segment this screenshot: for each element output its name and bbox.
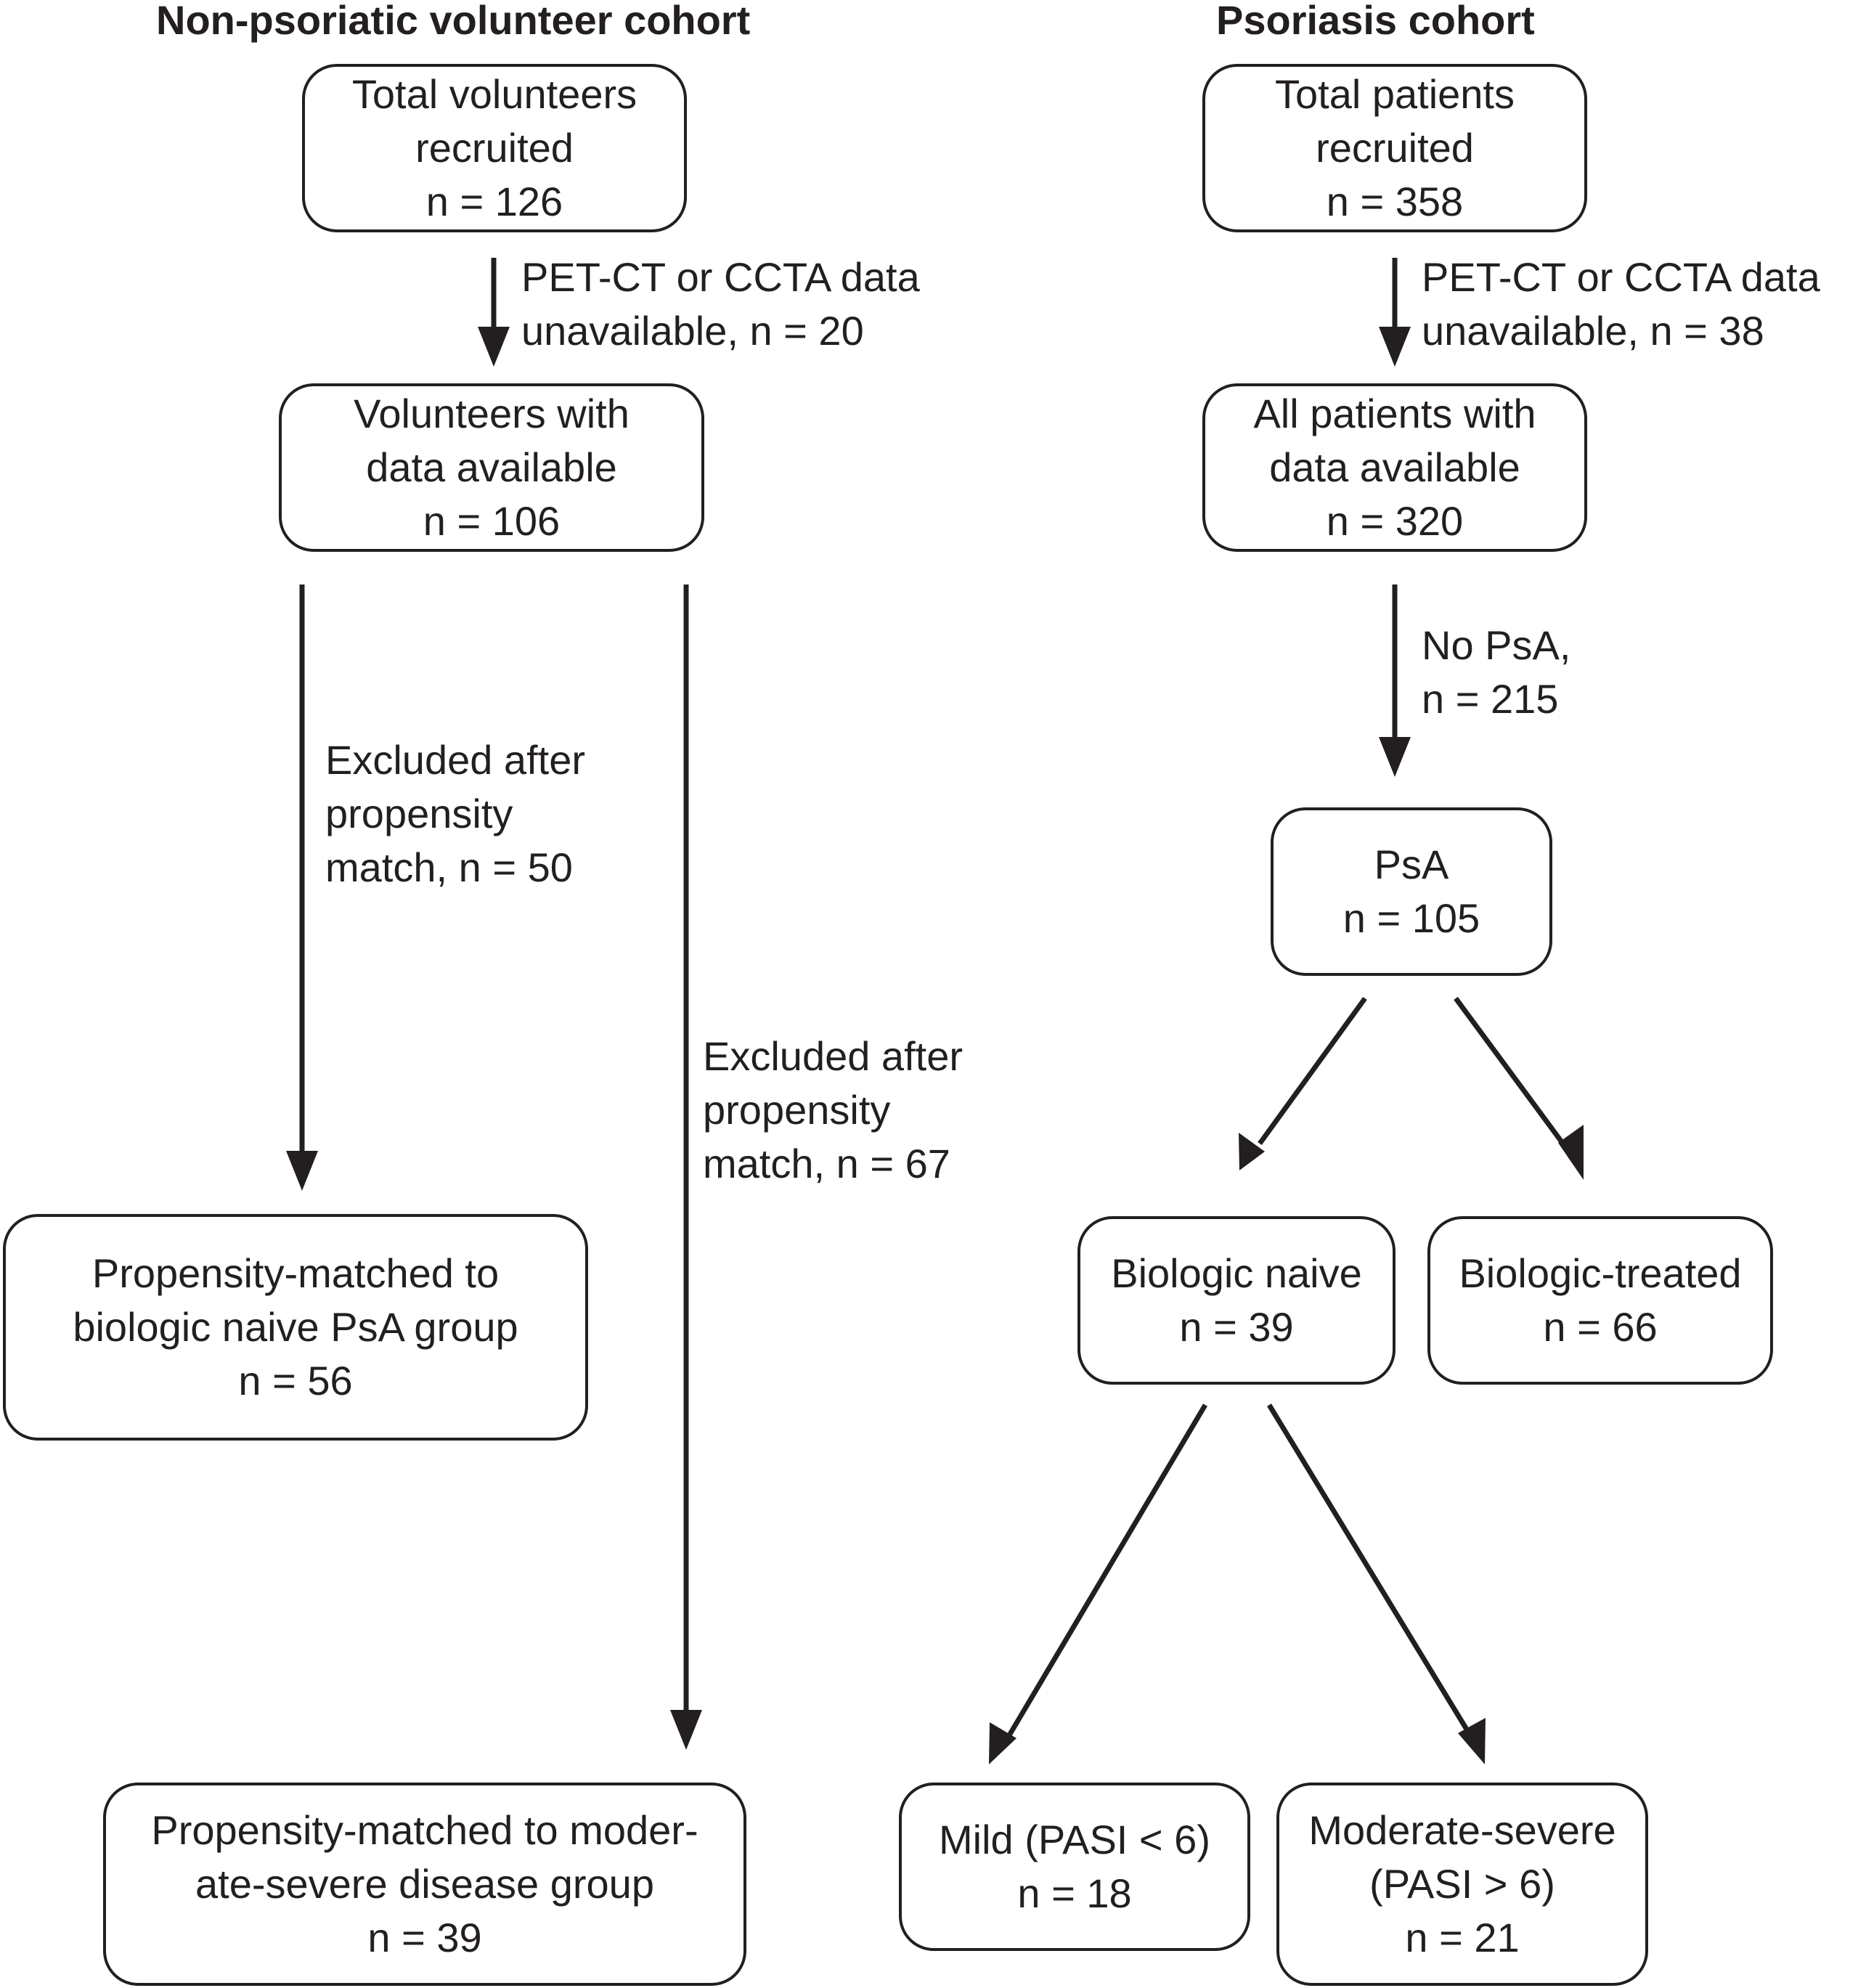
note-line: unavailable, n = 38 bbox=[1422, 308, 1764, 354]
right-total-box: Total patients recruited n = 358 bbox=[1202, 64, 1587, 232]
moderate-severe-n: n = 21 bbox=[1405, 1915, 1520, 1960]
right-total-line1: Total patients bbox=[1275, 71, 1515, 117]
note-line: propensity bbox=[703, 1087, 891, 1133]
arrowhead-left-total-to-data bbox=[478, 327, 510, 367]
right-with-data-n: n = 320 bbox=[1326, 498, 1464, 544]
left-with-data-line1: Volunteers with bbox=[354, 391, 629, 436]
left-total-line1: Total volunteers bbox=[351, 71, 637, 117]
right-total-line2: recruited bbox=[1316, 125, 1474, 171]
biologic-treated-n: n = 66 bbox=[1543, 1304, 1658, 1350]
note-line: Excluded after bbox=[703, 1033, 963, 1079]
biologic-treated-box: Biologic-treated n = 66 bbox=[1427, 1216, 1773, 1385]
left-matched-naive-line2: biologic naive PsA group bbox=[73, 1304, 518, 1350]
moderate-severe-line2: (PASI > 6) bbox=[1369, 1861, 1555, 1907]
arrow-psa-to-treated bbox=[1454, 996, 1570, 1153]
left-matched-naive-box: Propensity-matched to biologic naive PsA… bbox=[3, 1214, 588, 1441]
left-matched-severe-n: n = 39 bbox=[367, 1915, 482, 1960]
note-line: unavailable, n = 20 bbox=[521, 308, 864, 354]
note-line: propensity bbox=[325, 791, 513, 836]
note-line: PET-CT or CCTA data bbox=[521, 254, 920, 300]
left-excluded-match-2-note: Excluded after propensity match, n = 67 bbox=[703, 1030, 963, 1191]
arrow-naive-to-mild bbox=[1006, 1404, 1208, 1737]
moderate-severe-box: Moderate-severe (PASI > 6) n = 21 bbox=[1276, 1783, 1648, 1986]
arrowhead-naive-to-severe bbox=[1458, 1718, 1486, 1764]
left-total-n: n = 126 bbox=[425, 179, 563, 224]
biologic-naive-n: n = 39 bbox=[1179, 1304, 1294, 1350]
mild-n: n = 18 bbox=[1017, 1870, 1132, 1916]
biologic-naive-box: Biologic naive n = 39 bbox=[1077, 1216, 1395, 1385]
arrow-psa-to-naive bbox=[1258, 996, 1367, 1146]
arrowhead-right-total-to-data bbox=[1379, 327, 1411, 367]
left-with-data-n: n = 106 bbox=[423, 498, 561, 544]
right-with-data-line1: All patients with bbox=[1253, 391, 1536, 436]
mild-line1: Mild (PASI < 6) bbox=[939, 1817, 1210, 1862]
left-matched-severe-line1: Propensity-matched to moder- bbox=[151, 1807, 698, 1853]
note-line: PET-CT or CCTA data bbox=[1422, 254, 1820, 300]
mild-box: Mild (PASI < 6) n = 18 bbox=[899, 1783, 1250, 1951]
arrow-naive-to-severe bbox=[1267, 1404, 1472, 1737]
arrowhead-psa-to-treated bbox=[1558, 1125, 1584, 1180]
right-with-data-line2: data available bbox=[1269, 444, 1520, 490]
right-excluded-unavailable-note: PET-CT or CCTA data unavailable, n = 38 bbox=[1422, 250, 1820, 358]
left-with-data-line2: data available bbox=[366, 444, 617, 490]
right-total-n: n = 358 bbox=[1326, 179, 1464, 224]
arrowhead-left-to-matched-severe bbox=[670, 1710, 702, 1750]
left-matched-severe-box: Propensity-matched to moder- ate-severe … bbox=[103, 1783, 746, 1986]
arrowhead-psa-to-naive bbox=[1239, 1133, 1265, 1170]
left-excluded-unavailable-note: PET-CT or CCTA data unavailable, n = 20 bbox=[521, 250, 920, 358]
left-matched-naive-n: n = 56 bbox=[238, 1358, 353, 1404]
arrowhead-right-data-to-psa bbox=[1379, 737, 1411, 777]
left-total-box: Total volunteers recruited n = 126 bbox=[302, 64, 687, 232]
left-total-line2: recruited bbox=[415, 125, 574, 171]
note-line: match, n = 67 bbox=[703, 1141, 950, 1186]
note-line: No PsA, bbox=[1422, 622, 1571, 668]
arrowhead-left-to-matched-naive bbox=[286, 1151, 318, 1191]
right-no-psa-note: No PsA, n = 215 bbox=[1422, 619, 1570, 726]
psa-n: n = 105 bbox=[1342, 895, 1480, 941]
right-cohort-title: Psoriasis cohort bbox=[1216, 0, 1535, 43]
left-cohort-title: Non-psoriatic volunteer cohort bbox=[156, 0, 751, 43]
note-line: Excluded after bbox=[325, 737, 585, 783]
left-with-data-box: Volunteers with data available n = 106 bbox=[279, 383, 704, 552]
psa-line1: PsA bbox=[1374, 842, 1449, 887]
left-matched-naive-line1: Propensity-matched to bbox=[91, 1250, 500, 1296]
left-matched-severe-line2: ate-severe disease group bbox=[195, 1861, 654, 1907]
left-excluded-match-1-note: Excluded after propensity match, n = 50 bbox=[325, 733, 585, 895]
note-line: n = 215 bbox=[1422, 676, 1559, 722]
biologic-naive-line1: Biologic naive bbox=[1111, 1250, 1362, 1296]
moderate-severe-line1: Moderate-severe bbox=[1308, 1807, 1616, 1853]
biologic-treated-line1: Biologic-treated bbox=[1459, 1250, 1742, 1296]
right-with-data-box: All patients with data available n = 320 bbox=[1202, 383, 1587, 552]
arrowhead-naive-to-mild bbox=[989, 1722, 1016, 1764]
note-line: match, n = 50 bbox=[325, 844, 573, 890]
psa-box: PsA n = 105 bbox=[1271, 807, 1552, 976]
